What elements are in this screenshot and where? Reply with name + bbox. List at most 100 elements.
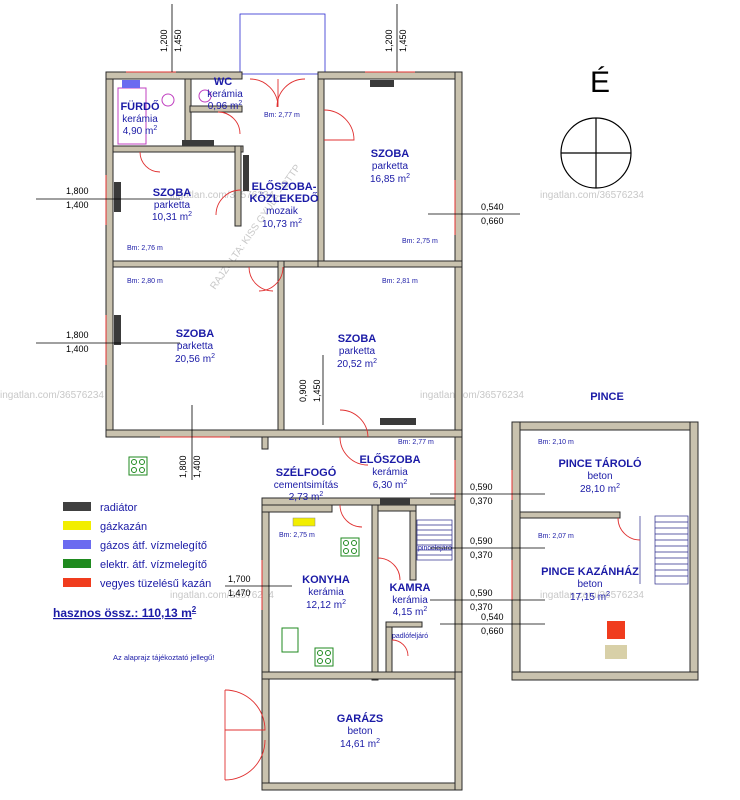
legend-swatch xyxy=(63,559,91,568)
svg-text:1,470: 1,470 xyxy=(228,588,251,598)
room-area: 28,10 m2 xyxy=(580,483,620,495)
room-floor: kerámia xyxy=(207,89,243,100)
room-name: ELŐSZOBA xyxy=(359,453,420,466)
svg-text:1,800: 1,800 xyxy=(178,455,188,478)
room-name: PINCE TÁROLÓ xyxy=(558,457,642,470)
compass: É xyxy=(560,66,632,189)
doors[interactable] xyxy=(139,78,641,781)
boiler-base xyxy=(605,645,627,659)
room-area: 6,30 m2 xyxy=(373,479,408,491)
legend-swatch xyxy=(63,578,91,587)
svg-text:0,590: 0,590 xyxy=(470,482,493,492)
stove xyxy=(128,456,148,476)
room-floor: kerámia xyxy=(392,595,428,606)
room-name: SZOBA xyxy=(338,333,377,345)
room-name: ELŐSZOBA- xyxy=(252,180,317,193)
room-name: PINCE KAZÁNHÁZ xyxy=(541,565,639,578)
room-floor: kerámia xyxy=(372,467,408,478)
svg-text:1,400: 1,400 xyxy=(66,200,89,210)
room-height: Bm: 2,77 m xyxy=(398,439,434,446)
radiators xyxy=(114,80,416,505)
legend-label: elektr. átf. vízmelegítő xyxy=(100,559,207,571)
svg-text:1,800: 1,800 xyxy=(66,186,89,196)
room-area: 2,73 m2 xyxy=(289,491,324,503)
svg-text:0,590: 0,590 xyxy=(470,588,493,598)
dimension-lines: 1,200 1,450 1,200 1,450 1,800 1,400 1,80… xyxy=(36,4,545,636)
room-area: 10,73 m2 xyxy=(262,218,302,230)
stove xyxy=(340,537,360,557)
watermark-url: ingatlan.com/36576234 xyxy=(420,390,524,401)
room-floor: parketta xyxy=(339,346,376,357)
room-name: FÜRDŐ xyxy=(120,100,160,113)
legend-label: gázos átf. vízmelegítő xyxy=(100,540,207,552)
room-height: Bm: 2,07 m xyxy=(538,533,574,540)
watermark-url: ingatlan.com/36576234 xyxy=(540,590,644,601)
svg-text:0,660: 0,660 xyxy=(481,626,504,636)
room-floor: beton xyxy=(347,726,372,737)
svg-text:0,540: 0,540 xyxy=(481,202,504,212)
north-label: É xyxy=(590,66,610,99)
total-area: hasznos össz.: 110,13 m2 xyxy=(53,605,197,620)
room-labels: FÜRDŐ kerámia 4,90 m2 WC kerámia 0,96 m2… xyxy=(120,76,642,750)
room-height: Bm: 2,75 m xyxy=(402,238,438,245)
watermark-url: ingatlan.com/36576234 xyxy=(0,390,104,401)
solid-fuel-boiler xyxy=(607,621,625,639)
room-floor: mozaik xyxy=(266,206,299,217)
room-floor: beton xyxy=(577,579,602,590)
cellar-walls xyxy=(511,421,699,681)
room-name: WC xyxy=(214,76,232,88)
svg-text:1,700: 1,700 xyxy=(228,574,251,584)
stove xyxy=(314,647,334,667)
legend-swatch xyxy=(63,502,91,511)
room-floor: parketta xyxy=(372,161,409,172)
stairs xyxy=(416,515,689,585)
room-area: 14,61 m2 xyxy=(340,738,380,750)
room-area: 16,85 m2 xyxy=(370,173,410,185)
room-name: SZÉLFOGÓ xyxy=(276,466,337,479)
room-height: Bm: 2,76 m xyxy=(127,245,163,252)
svg-text:1,400: 1,400 xyxy=(66,344,89,354)
svg-text:1,200: 1,200 xyxy=(159,29,169,52)
radiator xyxy=(114,182,121,212)
room-name: SZOBA xyxy=(176,328,215,340)
svg-text:1,450: 1,450 xyxy=(398,29,408,52)
svg-text:1,450: 1,450 xyxy=(312,379,322,402)
toilet xyxy=(198,89,212,103)
room-name: SZOBA xyxy=(371,148,410,160)
house-walls xyxy=(105,71,463,450)
svg-text:1,400: 1,400 xyxy=(192,455,202,478)
room-height: Bm: 2,10 m xyxy=(538,439,574,446)
room-height: Bm: 2,77 m xyxy=(264,112,300,119)
svg-text:0,590: 0,590 xyxy=(470,536,493,546)
entrance-porch xyxy=(239,13,326,75)
room-area: 20,52 m2 xyxy=(337,358,377,370)
radiator xyxy=(114,315,121,345)
room-name: GARÁZS xyxy=(337,712,383,725)
svg-text:1,450: 1,450 xyxy=(173,29,183,52)
radiator xyxy=(370,80,394,87)
radiator xyxy=(243,155,249,191)
room-area: 17,15 m2 xyxy=(570,591,610,603)
room-area: 4,90 m2 xyxy=(123,125,158,137)
svg-text:1,800: 1,800 xyxy=(66,330,89,340)
room-floor: kerámia xyxy=(122,114,158,125)
radiator xyxy=(182,140,214,146)
svg-text:0,370: 0,370 xyxy=(470,496,493,506)
svg-text:0,900: 0,900 xyxy=(298,379,308,402)
room-height: Bm: 2,75 m xyxy=(279,532,315,539)
room-floor: beton xyxy=(587,471,612,482)
room-area: 20,56 m2 xyxy=(175,353,215,365)
room-area: 10,31 m2 xyxy=(152,211,192,223)
room-floor: kerámia xyxy=(308,587,344,598)
room-height: Bm: 2,81 m xyxy=(382,278,418,285)
legend-label: gázkazán xyxy=(100,521,147,533)
room-height: Bm: 2,80 m xyxy=(127,278,163,285)
room-floor: cementsimítás xyxy=(274,480,338,491)
legend-label: vegyes tüzelésű kazán xyxy=(100,578,211,590)
radiator xyxy=(380,418,416,425)
gas-boiler xyxy=(292,517,316,527)
room-name: SZOBA xyxy=(153,187,192,199)
room-name: KAMRA xyxy=(390,582,431,594)
room-name-line2: KÖZLEKEDŐ xyxy=(249,192,319,205)
